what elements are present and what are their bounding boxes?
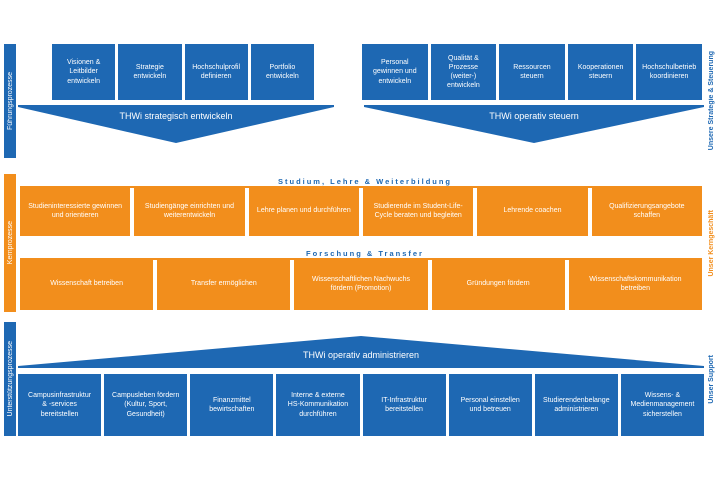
fuehrung-side-label: Führungsprozesse — [6, 72, 14, 130]
studium-divider — [20, 186, 702, 188]
studium-section-title: Studium, Lehre & Weiterbildung — [277, 177, 453, 186]
support-right-label: Unser Support — [707, 354, 715, 404]
studium-process-box-2: Studiengänge einrichten und weiterentwic… — [134, 186, 245, 236]
support-process-box-1: Campusinfrastruktur & -services bereitst… — [18, 374, 102, 436]
steuerung-process-box-2: Qualität & Prozesse (weiter-) entwickeln — [430, 44, 497, 100]
support-process-box-2: Campusleben fördern (Kultur, Sport, Gesu… — [104, 374, 188, 436]
forschung-process-box-4: Gründungen fördern — [431, 258, 565, 310]
support-box-group: Campusinfrastruktur & -services bereitst… — [18, 374, 704, 436]
strategie-process-box-2: Strategie entwickeln — [118, 44, 182, 100]
strategisch-banner: THWi strategisch entwickeln — [18, 105, 334, 143]
studium-box-group: Studieninteressierte gewinnen und orient… — [20, 186, 702, 236]
studium-process-box-4: Studierende im Student-Life- Cycle berat… — [363, 186, 474, 236]
strategisch-banner-shape — [18, 105, 334, 143]
administrieren-banner: THWi operativ administrieren — [18, 336, 704, 368]
forschung-process-box-1: Wissenschaft betreiben — [20, 258, 154, 310]
strategisch-banner-label: THWi strategisch entwickeln — [119, 111, 233, 121]
steuerung-process-box-3: Ressourcen steuern — [499, 44, 565, 100]
forschung-section-title: Forschung & Transfer — [306, 249, 424, 258]
fuehrung-right-label-wrap: Unsere Strategie & Steuerung — [705, 44, 717, 158]
studium-process-box-6: Qualifizierungsangebote schaffen — [591, 186, 702, 236]
forschung-process-box-3: Wissenschaftlichen Nachwuchs fördern (Pr… — [294, 258, 428, 310]
support-side-bar: Unterstützungsprozesse — [4, 322, 16, 436]
operativ-steuern-banner-label: THWi operativ steuern — [489, 111, 579, 121]
forschung-process-box-2: Transfer ermöglichen — [157, 258, 291, 310]
administrieren-banner-shape — [18, 336, 704, 368]
strategie-process-box-4: Portfolio entwickeln — [250, 44, 314, 100]
fuehrung-side-bar: Führungsprozesse — [4, 44, 16, 158]
support-process-box-7: Studierendenbelange administrieren — [534, 374, 618, 436]
support-process-box-8: Wissens- & Medienmanagement sicherstelle… — [620, 374, 704, 436]
fuehrung-right-label: Unsere Strategie & Steuerung — [707, 51, 715, 151]
operativ-steuern-banner-shape — [364, 105, 704, 143]
steuerung-process-box-5: Hochschulbetrieb koordinieren — [636, 44, 702, 100]
support-process-box-3: Finanzmittel bewirtschaften — [190, 374, 274, 436]
studium-process-box-5: Lehrende coachen — [477, 186, 588, 236]
kern-right-label-wrap: Unser Kerngeschäft — [705, 174, 717, 312]
strategie-process-box-1: Visionen & Leitbilder entwickeln — [52, 44, 116, 100]
support-right-label-wrap: Unser Support — [705, 322, 717, 436]
steuerung-process-box-1: Personal gewinnen und entwickeln — [362, 44, 428, 100]
steuerung-process-box-4: Kooperationen steuern — [567, 44, 634, 100]
studium-process-box-1: Studieninteressierte gewinnen und orient… — [20, 186, 131, 236]
support-process-box-4: Interne & externe HS-Kommunikation durch… — [276, 374, 360, 436]
kern-right-label: Unser Kerngeschäft — [707, 209, 715, 277]
administrieren-banner-label: THWi operativ administrieren — [302, 350, 420, 360]
support-side-label: Unterstützungsprozesse — [6, 341, 14, 417]
support-process-box-5: IT-Infrastruktur bereitstellen — [362, 374, 446, 436]
studium-process-box-3: Lehre planen und durchführen — [248, 186, 359, 236]
kern-side-label: Kernprozesse — [6, 221, 14, 265]
operativ-steuern-banner: THWi operativ steuern — [364, 105, 704, 143]
forschung-process-box-5: Wissenschaftskommunikation betreiben — [568, 258, 702, 310]
support-process-box-6: Personal einstellen und betreuen — [448, 374, 532, 436]
strategie-process-box-3: Hochschulprofil definieren — [184, 44, 248, 100]
kern-side-bar: Kernprozesse — [4, 174, 16, 312]
